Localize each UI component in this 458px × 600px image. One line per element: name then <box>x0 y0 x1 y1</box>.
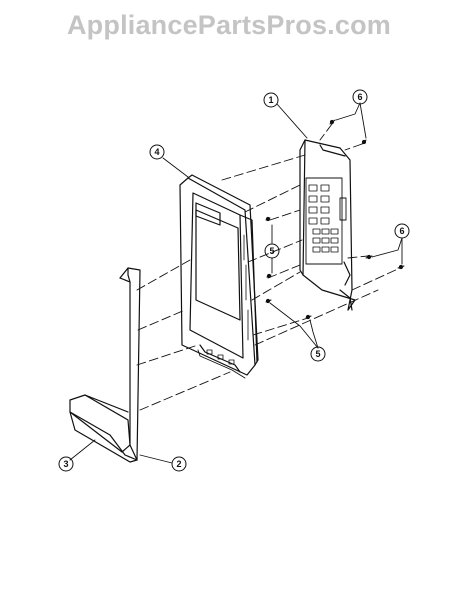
callout-6-right <box>394 223 410 239</box>
leader-lines <box>69 102 403 464</box>
callout-4-label: 4 <box>154 147 159 157</box>
callout-5-bottom-label: 5 <box>315 349 320 359</box>
callout-2-label: 2 <box>176 459 181 469</box>
site-watermark: AppliancePartsPros.com <box>66 10 391 40</box>
callout-1-label: 1 <box>268 95 273 105</box>
callout-3-label: 3 <box>63 459 68 469</box>
screw-top-right <box>361 139 367 145</box>
callout-4 <box>149 144 165 160</box>
callout-5-side <box>264 243 280 259</box>
callout-6-top <box>352 89 368 105</box>
control-bracket-part <box>299 139 356 311</box>
callout-3 <box>58 456 74 472</box>
callout-circles <box>58 89 410 472</box>
callout-6-top-label: 6 <box>357 92 362 102</box>
callout-5-bottom <box>310 346 326 362</box>
callout-1 <box>263 92 279 108</box>
assembly-lines <box>136 123 401 411</box>
l-trim-part <box>69 267 141 463</box>
screw-bottom-a <box>265 298 272 304</box>
screw-bottom-b <box>305 314 312 320</box>
door-trim-frame-part <box>179 174 259 379</box>
callout-6-right-label: 6 <box>399 226 404 236</box>
screw-right-upper <box>365 254 373 260</box>
screw-side-upper <box>265 216 271 222</box>
callout-5-side-label: 5 <box>269 246 274 256</box>
callout-2 <box>171 456 187 472</box>
screw-top-left <box>329 119 336 125</box>
